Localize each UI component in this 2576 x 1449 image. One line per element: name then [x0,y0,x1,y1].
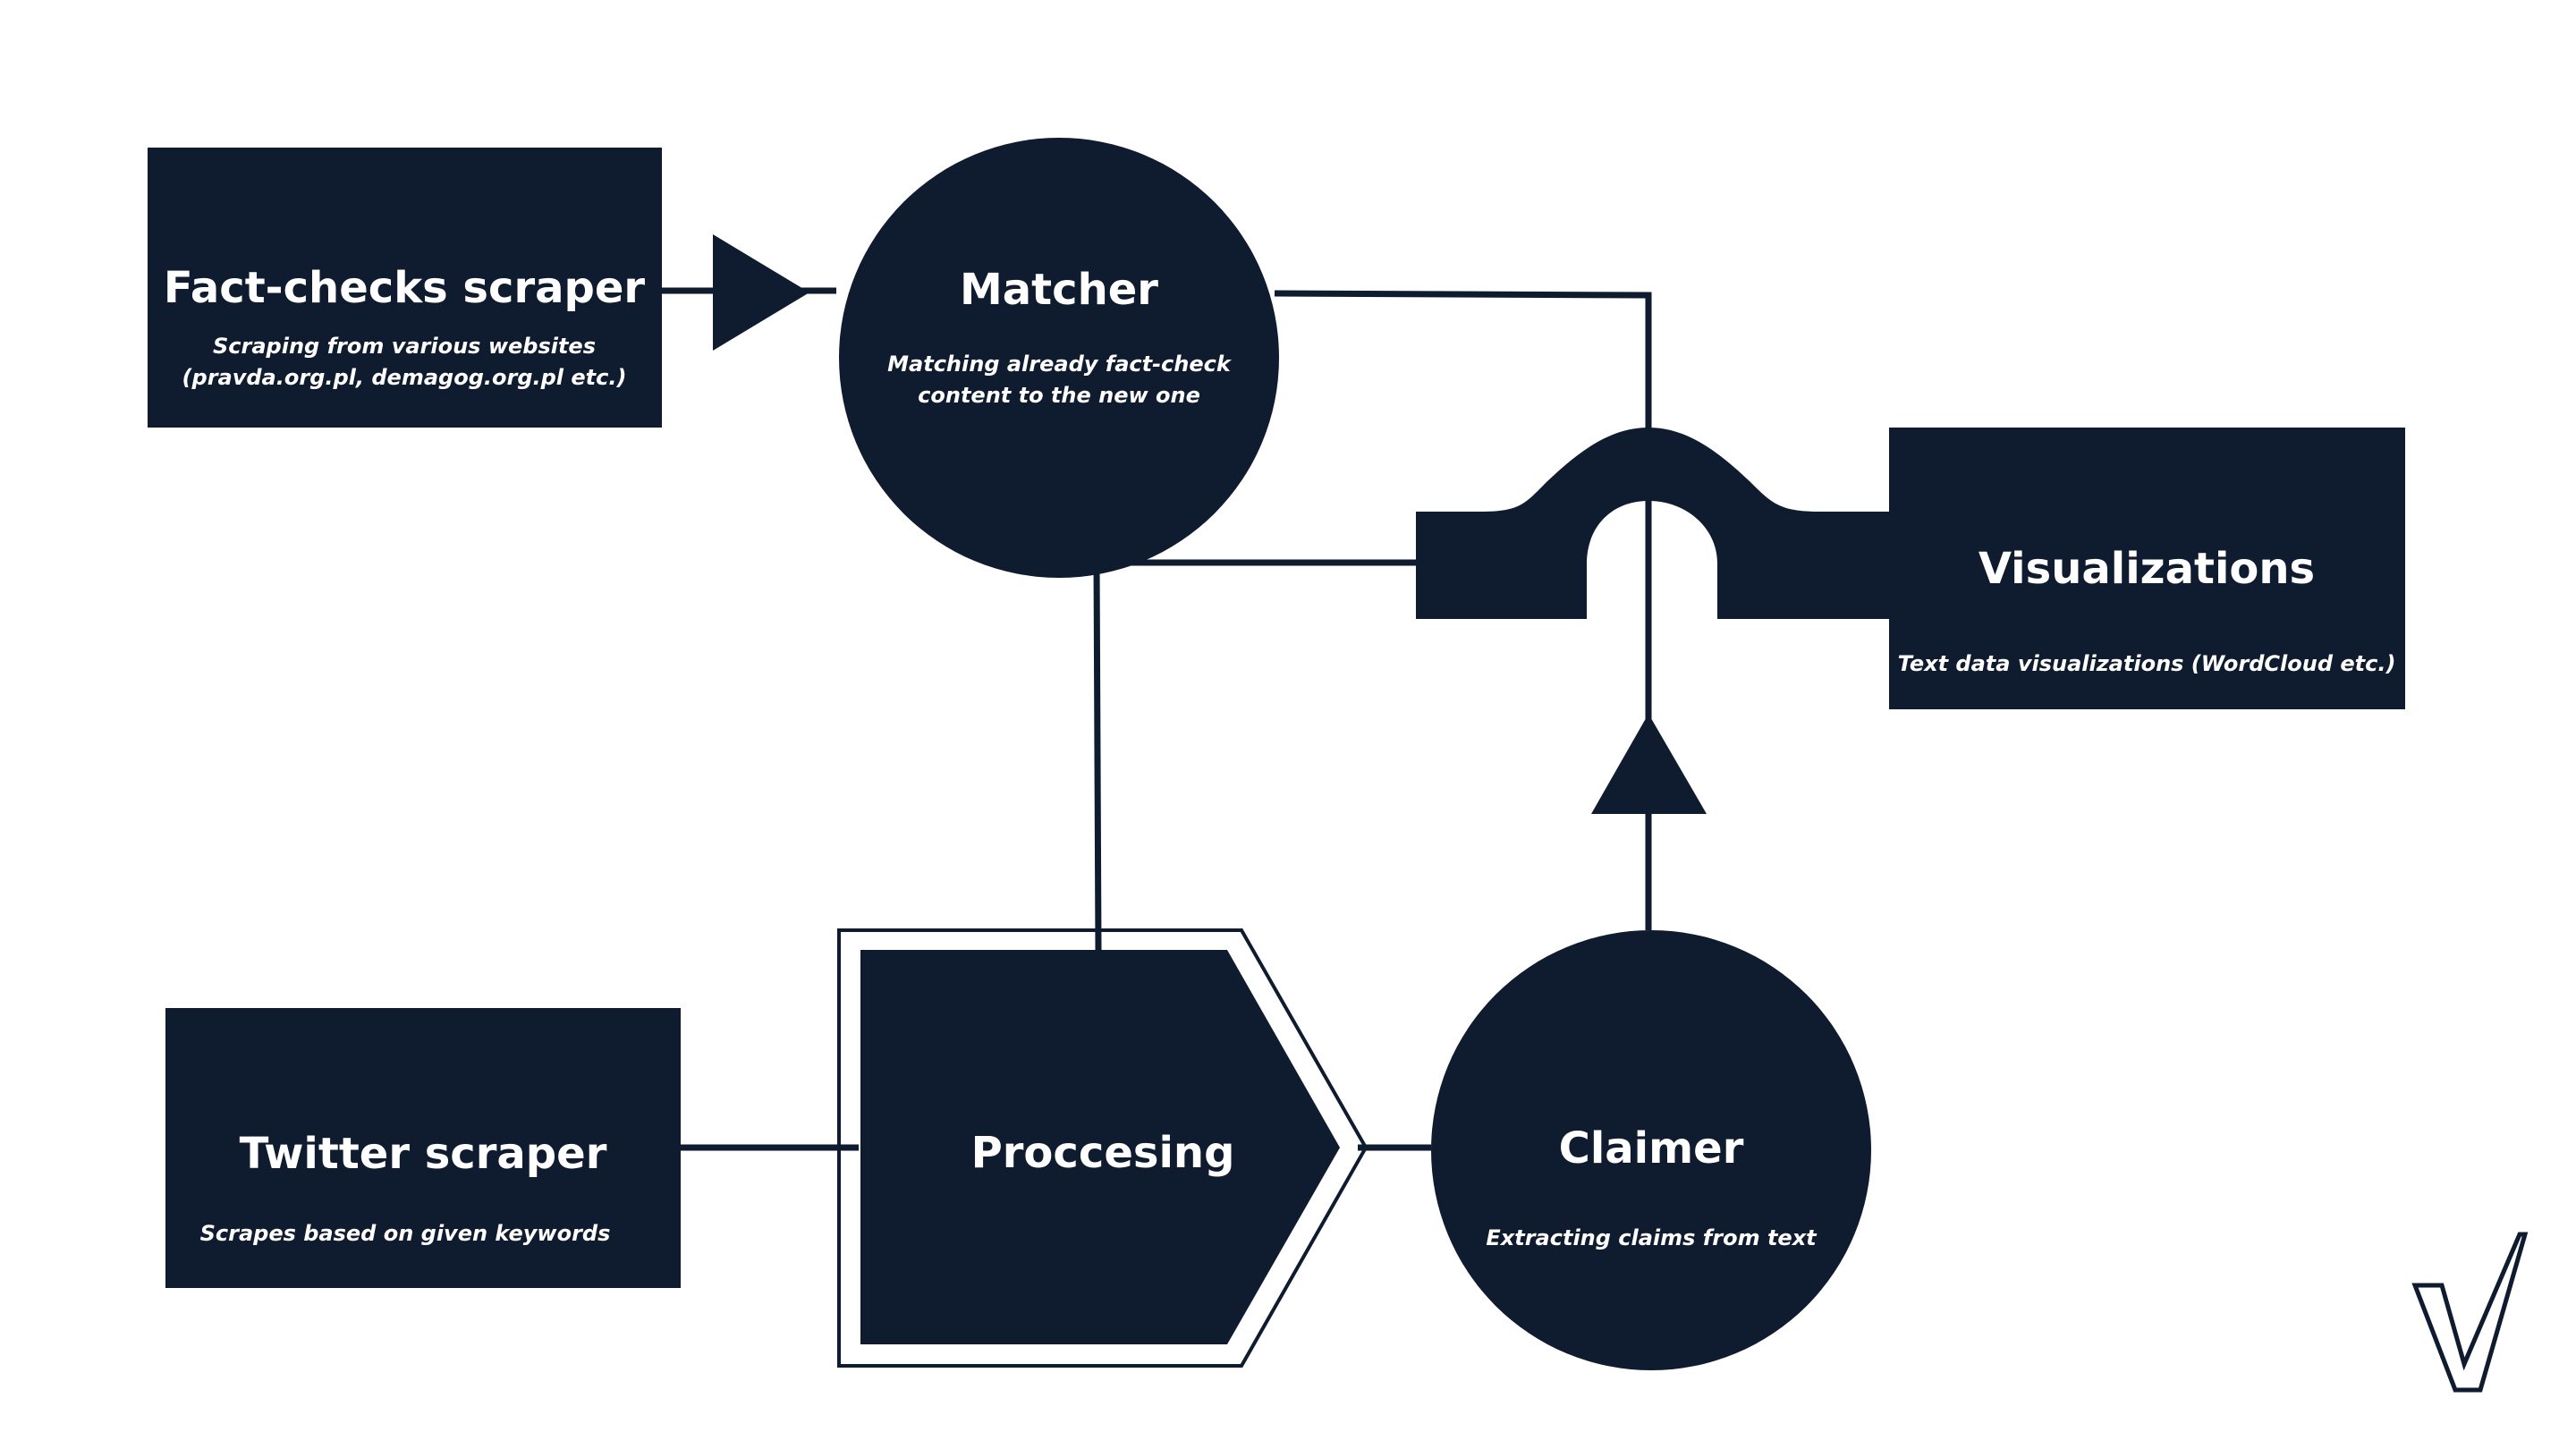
claimer-subtitle: Extracting claims from text [1486,1225,1818,1250]
node-claimer: Claimer Extracting claims from text [1431,930,1871,1370]
fact-checks-scraper-title: Fact-checks scraper [164,263,646,313]
visualizations-subtitle: Text data visualizations (WordCloud etc.… [1898,651,2396,676]
node-matcher: Matcher Matching already fact-check cont… [839,138,1279,578]
claimer-title: Claimer [1559,1123,1744,1174]
twitter-scraper-title: Twitter scraper [240,1129,607,1179]
connector-processing-to-bridge [1093,559,1418,951]
visualizations-title: Visualizations [1979,544,2315,594]
node-visualizations: Visualizations Text data visualizations … [1889,428,2405,709]
matcher-subtitle-1: Matching already fact-check [887,352,1233,377]
connectors [660,287,1652,1151]
node-twitter-scraper: Twitter scraper Scrapes based on given k… [165,1008,681,1288]
processing-title: Proccesing [971,1128,1235,1178]
fact-checks-scraper-subtitle-1: Scraping from various websites [213,334,596,359]
node-processing: Proccesing [837,928,1368,1368]
claimer-circle [1431,930,1871,1370]
matcher-title: Matcher [960,265,1158,315]
twitter-scraper-subtitle: Scrapes based on given keywords [200,1221,611,1246]
arrow-to-matcher-icon [713,234,809,351]
matcher-subtitle-2: content to the new one [918,383,1200,408]
processing-outer-outline [837,928,1368,1368]
connector-matcher-to-bridge [1274,290,1652,429]
matcher-circle [839,138,1279,578]
arrow-up-icon [1591,714,1707,814]
checkmark-logo-icon [2411,1232,2529,1393]
visualizations-box [1889,428,2405,709]
node-fact-checks-scraper: Fact-checks scraper Scraping from variou… [148,148,662,428]
twitter-scraper-box [165,1008,681,1288]
fact-checks-scraper-subtitle-2: (pravda.org.pl, demagog.org.pl etc.) [182,365,627,390]
processing-shape [860,950,1340,1344]
fact-checks-scraper-box [148,148,662,428]
merge-bridge-shape [1416,428,1889,619]
